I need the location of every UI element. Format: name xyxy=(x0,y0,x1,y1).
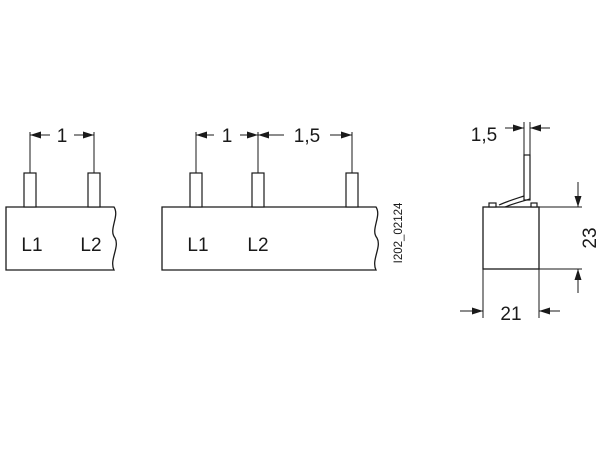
side-view: 1,5 23 21 xyxy=(460,122,600,325)
side-view-lug-left xyxy=(488,202,497,208)
pin-third-middle xyxy=(345,172,359,208)
phase-label-l2: L2 xyxy=(80,235,101,256)
dimension-pin-spacing-1: 1 xyxy=(222,126,233,147)
pin-l2-middle xyxy=(251,172,265,208)
pin-l2-left xyxy=(87,172,101,208)
side-view-pin xyxy=(523,154,531,201)
phase-label-l2: L2 xyxy=(247,235,268,256)
dimension-pin-thickness: 1,5 xyxy=(471,125,497,146)
dimension-arrow xyxy=(574,196,582,207)
dimension-arrow xyxy=(513,124,524,132)
busbar-two-pin-body xyxy=(5,206,117,271)
busbar-three-pin: 1 1,5 L1 L2 xyxy=(161,126,379,271)
side-view-body xyxy=(482,206,540,270)
side-view-pin-bend xyxy=(504,198,531,208)
phase-label-l1: L1 xyxy=(187,235,208,256)
dimension-arrow xyxy=(341,131,352,139)
dimension-pin-spacing: 1 xyxy=(57,126,68,147)
busbar-two-pin: 1 L1 L2 xyxy=(5,126,117,271)
dimension-arrow xyxy=(472,307,483,315)
dimension-width: 21 xyxy=(500,304,521,325)
dimension-arrow xyxy=(83,131,94,139)
pin-l1-middle xyxy=(189,172,203,208)
dimension-arrow xyxy=(196,131,207,139)
dimension-arrow xyxy=(30,131,41,139)
dimension-arrow xyxy=(530,124,541,132)
dimension-arrow xyxy=(574,269,582,280)
dimension-pin-spacing-2: 1,5 xyxy=(294,126,320,147)
side-view-pin-bend xyxy=(498,195,525,206)
drawing-code: I202_02124 xyxy=(393,202,405,263)
phase-label-l1: L1 xyxy=(21,235,42,256)
dimension-height: 23 xyxy=(580,227,600,248)
dimension-arrow xyxy=(247,131,258,139)
pin-l1-left xyxy=(23,172,37,208)
side-view-lug-right xyxy=(530,202,538,208)
dimension-arrow xyxy=(258,131,269,139)
dimension-arrow xyxy=(539,307,550,315)
busbar-three-pin-body xyxy=(161,206,379,271)
